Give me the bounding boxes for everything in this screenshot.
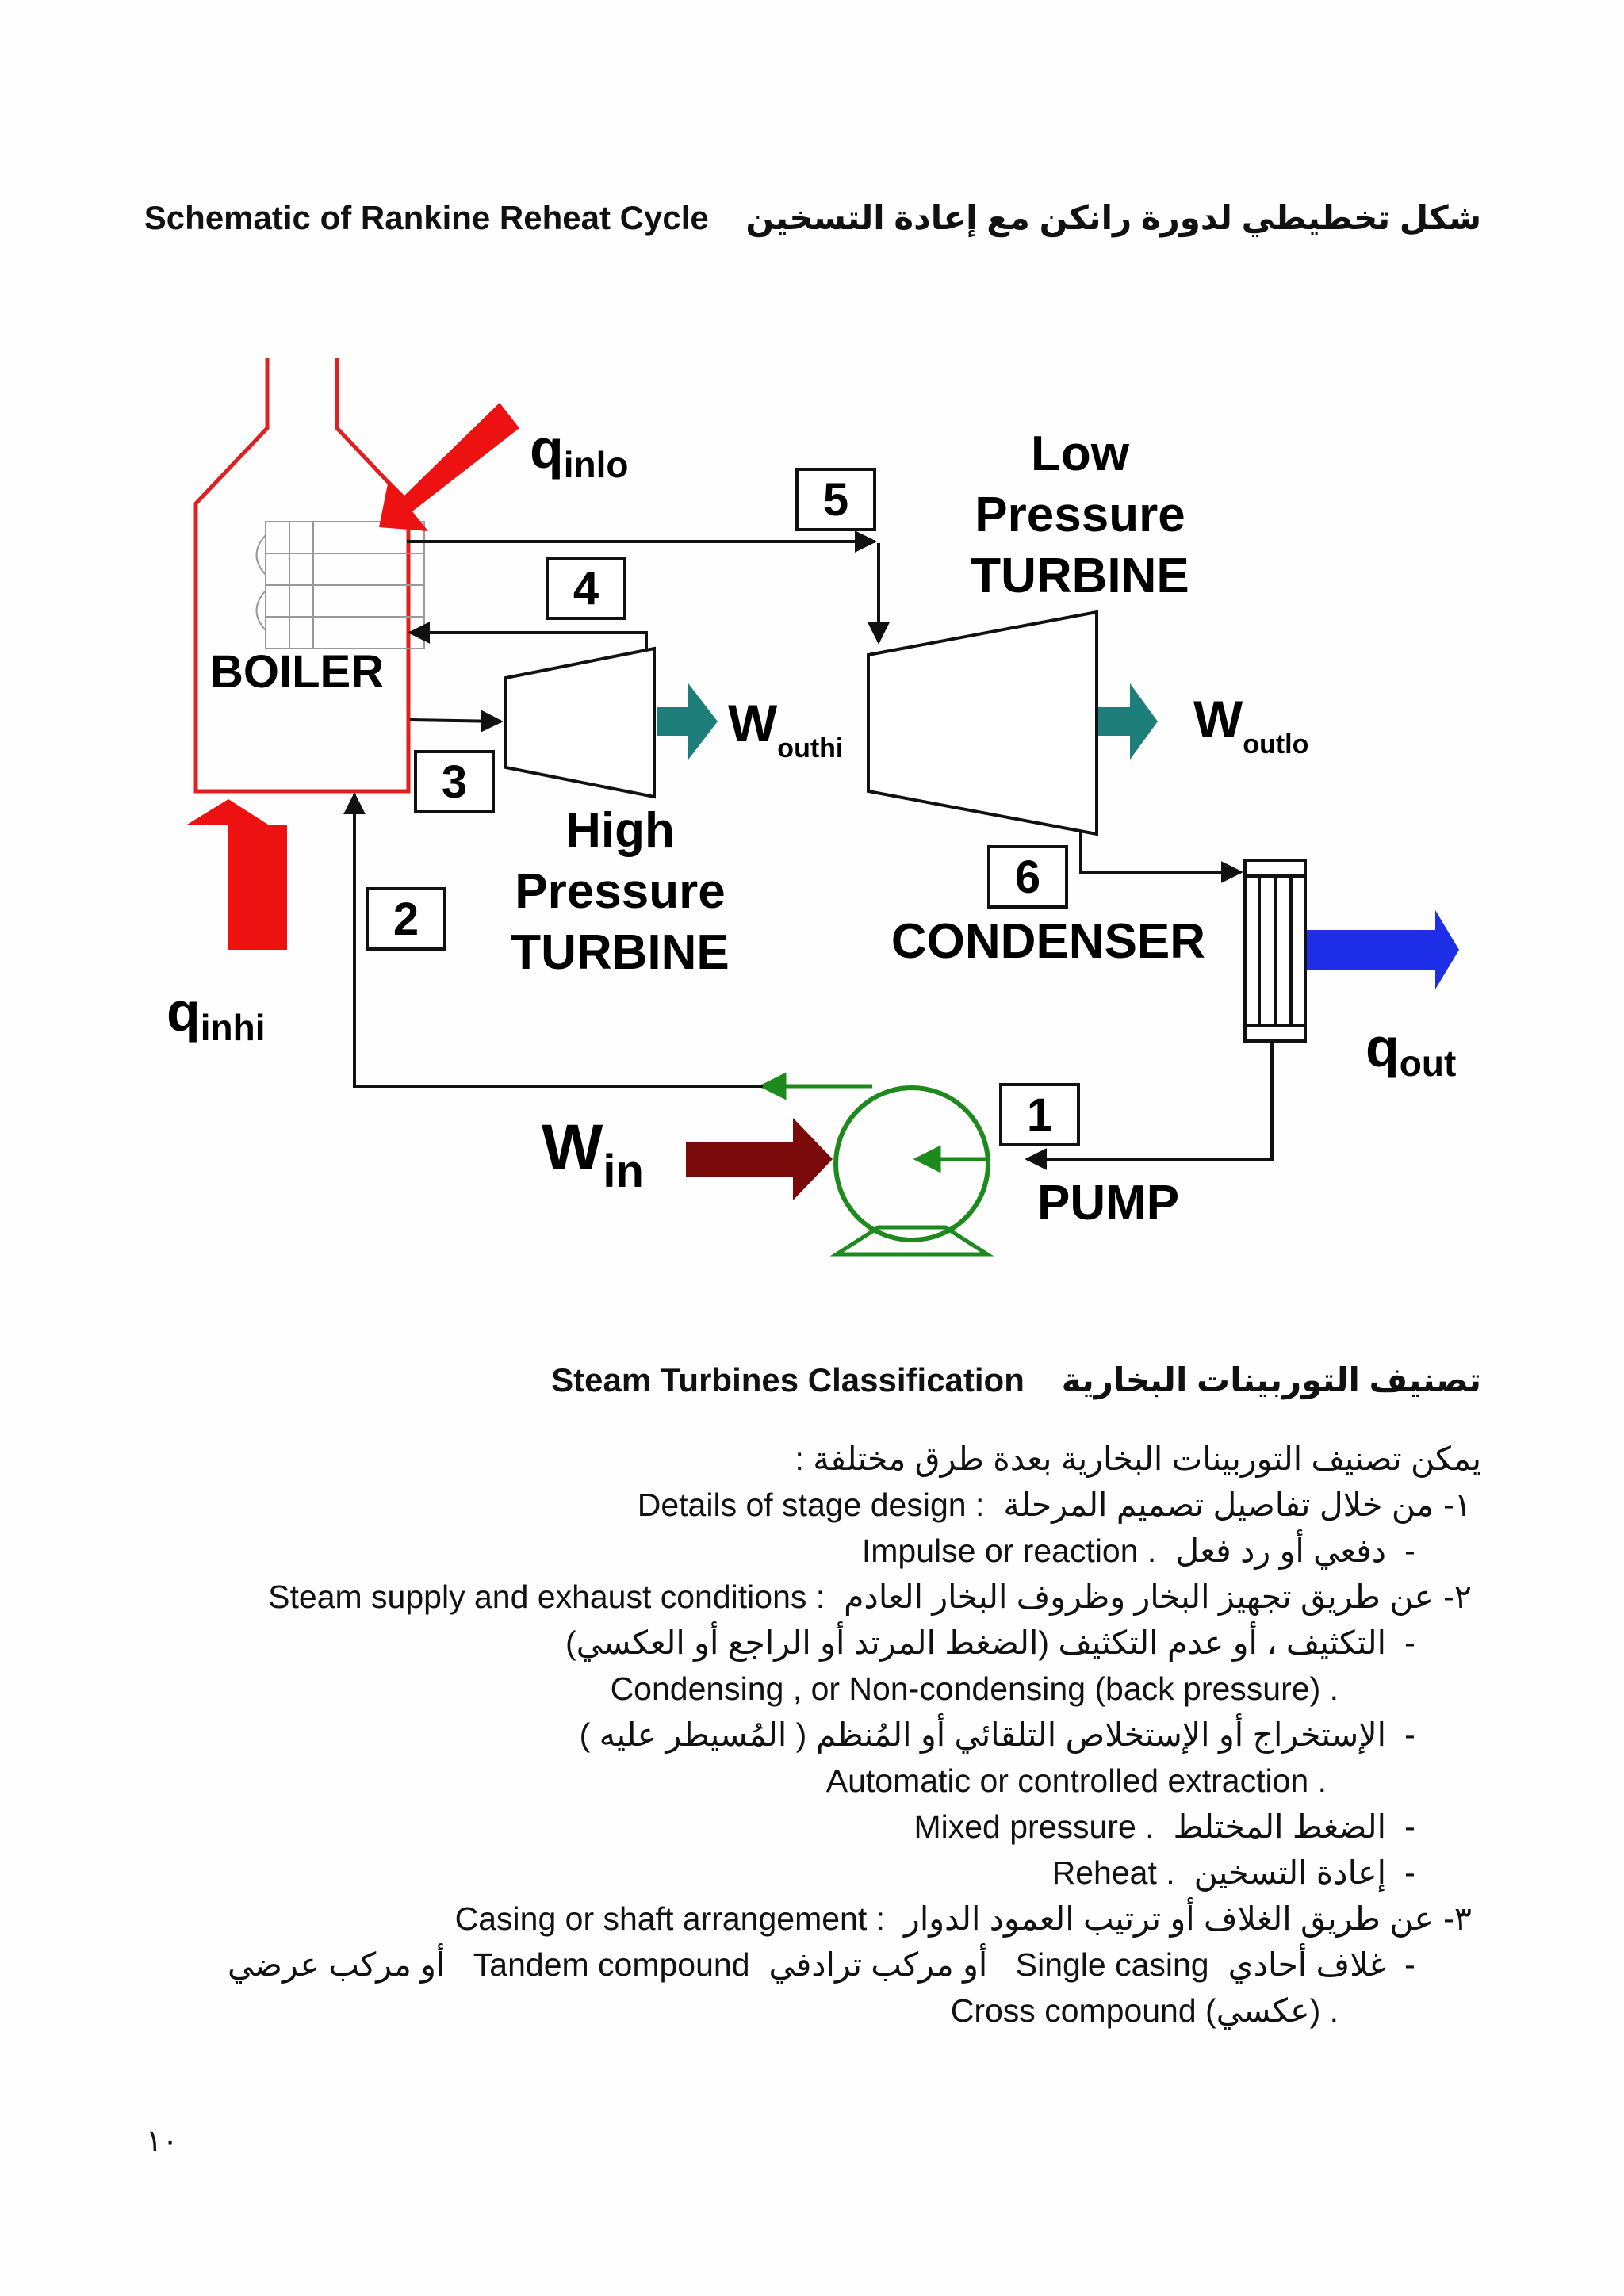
boiler-label: BOILER	[210, 646, 384, 698]
pump-label: PUMP	[1037, 1176, 1179, 1230]
svg-text:Low: Low	[1031, 427, 1130, 481]
svg-text:Pressure: Pressure	[975, 488, 1185, 542]
state-box-4: 4	[546, 557, 626, 620]
svg-text:TURBINE: TURBINE	[511, 925, 730, 980]
svg-text:3: 3	[442, 756, 467, 808]
list-item-2d: -إعادة التسخينReheat .	[1051, 1854, 1415, 1891]
w-in-label: Win	[542, 1112, 644, 1197]
svg-text:2: 2	[393, 894, 419, 945]
q-inlo-arrow	[379, 403, 519, 531]
figure-title-arabic: شكل تخطيطي لدورة رانكن مع إعادة التسخين	[745, 199, 1481, 236]
classification-heading-english: Steam Turbines Classification	[551, 1361, 1025, 1399]
q-inlo-label: qinlo	[530, 418, 629, 485]
rankine-reheat-diagram: BOILER qinlo qinhi Wouthi Woutlo qout	[167, 358, 1459, 1257]
classification-intro: يمكن تصنيف التوربينات البخارية بعدة طرق …	[795, 1441, 1481, 1477]
state-box-6: 6	[987, 845, 1068, 909]
svg-text:5: 5	[823, 474, 848, 526]
state-box-2: 2	[366, 887, 446, 951]
list-item-1a: -دفعي أو رد فعلImpulse or reaction .	[861, 1533, 1415, 1569]
list-item-2a: -التكثيف ، أو عدم التكثيف (الضغط المرتد …	[565, 1624, 1415, 1661]
classification-heading-arabic: تصنيف التوربينات البخارية	[1061, 1361, 1481, 1399]
line-condenser-to-pump	[1025, 1041, 1274, 1170]
svg-text:TURBINE: TURBINE	[971, 549, 1189, 603]
condenser	[1243, 859, 1307, 1043]
lp-turbine-label: Low Pressure TURBINE	[971, 427, 1189, 603]
line-boiler-to-hp	[409, 710, 504, 733]
state-box-1: 1	[999, 1083, 1080, 1146]
svg-text:High: High	[565, 803, 675, 858]
state-box-3: 3	[414, 750, 495, 813]
list-item-2: ٢-عن طريق تجهيز البخار وظروف البخار العا…	[268, 1578, 1472, 1615]
line-pump-to-boiler	[343, 792, 763, 1088]
boiler-outline	[193, 358, 411, 794]
list-item-3: ٣-عن طريق الغلاف أو ترتيب العمود الدوارC…	[454, 1900, 1472, 1937]
svg-text:4: 4	[573, 563, 599, 614]
svg-text:1: 1	[1027, 1089, 1052, 1141]
state-box-5: 5	[795, 468, 876, 531]
list-item-2a-english: Condensing , or Non-condensing (back pre…	[610, 1670, 1339, 1707]
lp-turbine	[867, 610, 1098, 836]
hp-turbine-label: High Pressure TURBINE	[511, 803, 730, 980]
list-item-2c: -الضغط المختلطMixed pressure .	[914, 1808, 1415, 1845]
w-outhi-arrow	[657, 683, 718, 760]
reheat-coil	[255, 521, 425, 649]
q-out-arrow	[1307, 910, 1459, 989]
list-item-1: ١-من خلال تفاصيل تصميم المرحلةDetails of…	[637, 1487, 1472, 1523]
q-out-label: qout	[1365, 1016, 1456, 1084]
w-outhi-label: Wouthi	[728, 694, 843, 763]
pump	[758, 1072, 994, 1257]
list-item-2b-english: Automatic or controlled extraction .	[825, 1762, 1327, 1799]
q-inhi-label: qinhi	[167, 981, 266, 1048]
svg-text:Pressure: Pressure	[515, 864, 725, 919]
list-item-3a: -غلاف أحاديSingle casing أو مركب ترادفيT…	[227, 1946, 1415, 1983]
w-outlo-arrow	[1098, 683, 1158, 760]
svg-text:6: 6	[1015, 851, 1040, 903]
line-hp-to-boiler	[408, 622, 648, 652]
page-number: ١٠	[146, 2123, 178, 2158]
line-lp-to-condenser	[1079, 832, 1243, 883]
w-in-arrow	[686, 1118, 833, 1200]
figure-title: شكل تخطيطي لدورة رانكن مع إعادة التسخين …	[133, 198, 1481, 237]
list-item-2b: -الإستخراج أو الإستخلاص التلقائي أو المُ…	[579, 1716, 1415, 1753]
q-inhi-arrow	[187, 799, 287, 950]
hp-turbine	[504, 646, 656, 799]
w-outlo-label: Woutlo	[1193, 690, 1308, 760]
classification-heading: تصنيف التوربينات البخارية Steam Turbines…	[133, 1360, 1481, 1399]
figure-title-english: Schematic of Rankine Reheat Cycle	[144, 199, 709, 236]
condenser-label: CONDENSER	[891, 914, 1205, 969]
list-item-3a-english: Cross compound (عكسي) .	[950, 1992, 1339, 2029]
